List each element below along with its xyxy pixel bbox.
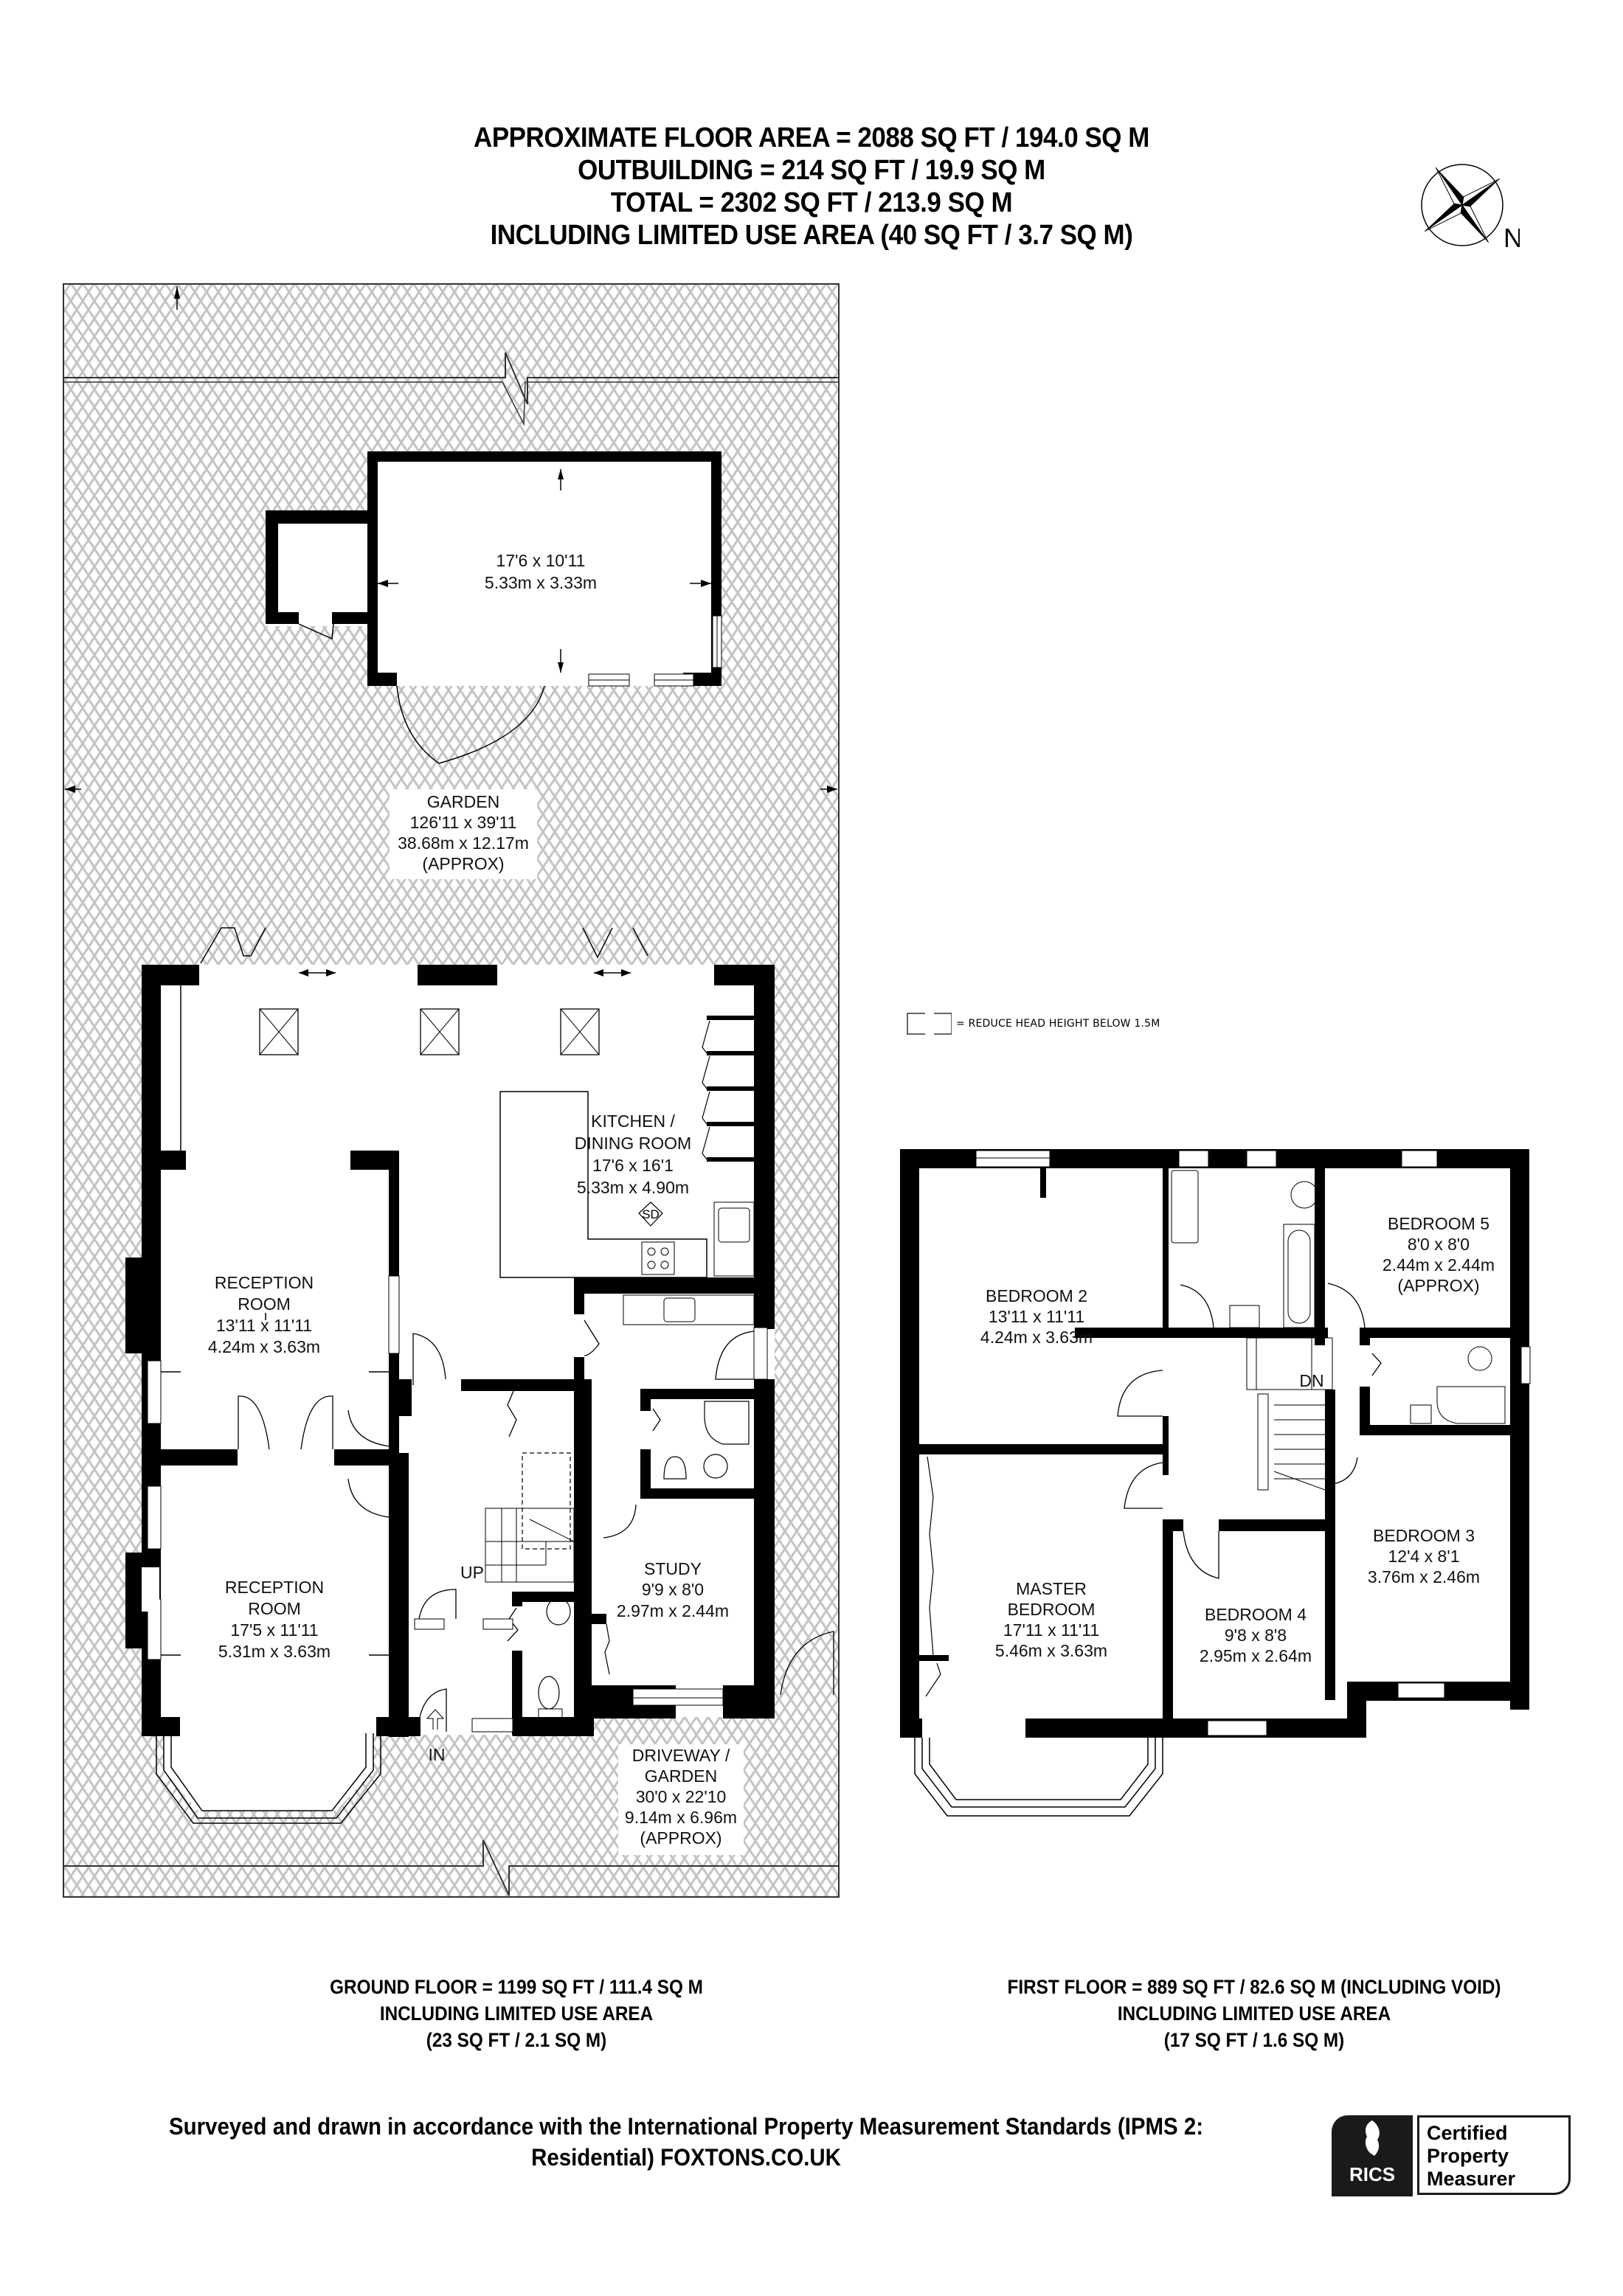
rics-certified-badge: RICS Certified Property Measurer (1332, 2115, 1575, 2196)
lion-icon (1365, 2120, 1380, 2156)
stairs-up-label: UP (460, 1563, 484, 1582)
svg-text:(APPROX): (APPROX) (422, 854, 504, 873)
svg-text:5.33m x 4.90m: 5.33m x 4.90m (577, 1178, 689, 1197)
svg-text:30'0 x 22'10: 30'0 x 22'10 (636, 1787, 727, 1806)
svg-text:GARDEN: GARDEN (427, 792, 499, 811)
svg-text:4.24m x 3.63m: 4.24m x 3.63m (208, 1337, 320, 1356)
svg-text:ROOM: ROOM (248, 1599, 301, 1618)
svg-text:SD: SD (642, 1207, 660, 1221)
svg-text:(APPROX): (APPROX) (1397, 1276, 1479, 1295)
first-floor-plan: DN BEDROOM 2 13'11 x 11'11 (900, 1149, 1531, 1817)
svg-text:8'0 x 8'0: 8'0 x 8'0 (1408, 1235, 1470, 1254)
svg-text:(APPROX): (APPROX) (640, 1828, 721, 1848)
kitchen-label: KITCHEN / (591, 1111, 675, 1131)
svg-text:DRIVEWAY /: DRIVEWAY / (632, 1746, 730, 1765)
bedroom-3-label: BEDROOM 3 (1373, 1526, 1475, 1545)
svg-text:13'11 x 11'11: 13'11 x 11'11 (216, 1316, 312, 1335)
bedroom-2-label: BEDROOM 2 (986, 1286, 1087, 1305)
double-arrow-icon (299, 969, 631, 977)
svg-text:ROOM: ROOM (238, 1294, 291, 1314)
first-floor-summary: FIRST FLOOR = 889 SQ FT / 82.6 SQ M (INC… (1007, 1976, 1501, 2051)
driveway-label: DRIVEWAY / GARDEN 30'0 x 22'10 9.14m x 6… (618, 1744, 744, 1855)
svg-text:3.76m x 2.46m: 3.76m x 2.46m (1368, 1567, 1480, 1586)
study-label: STUDY (644, 1559, 702, 1578)
svg-text:38.68m x 12.17m: 38.68m x 12.17m (398, 833, 529, 853)
smoke-detector-icon: SD (638, 1201, 663, 1227)
svg-text:DINING ROOM: DINING ROOM (575, 1134, 691, 1153)
compass-rose-icon: N (1402, 148, 1523, 253)
master-bedroom-label: MASTER (1016, 1579, 1087, 1598)
entrance-label: IN (429, 1745, 446, 1764)
svg-text:9'9 x 8'0: 9'9 x 8'0 (642, 1580, 704, 1599)
svg-text:4.24m x 3.63m: 4.24m x 3.63m (980, 1328, 1093, 1347)
ground-floor-plan: SD KITCHEN / DINING ROOM 17'6 x 16'1 5.3… (125, 927, 834, 1824)
rics-logo: RICS (1332, 2115, 1413, 2196)
survey-disclaimer: Surveyed and drawn in accordance with th… (168, 2113, 1203, 2171)
svg-text:9.14m x 6.96m: 9.14m x 6.96m (625, 1808, 737, 1827)
legend-text: = REDUCE HEAD HEIGHT BELOW 1.5M (956, 1018, 1160, 1030)
stairs-down-label: DN (1299, 1371, 1323, 1390)
svg-text:5.31m x 3.63m: 5.31m x 3.63m (218, 1642, 331, 1661)
certified-measurer-text: Certified Property Measurer (1417, 2115, 1571, 2195)
reception-room-1-label: RECEPTION (215, 1273, 314, 1292)
skylight-icon (259, 1008, 600, 1055)
svg-text:17'5 x 11'11: 17'5 x 11'11 (230, 1620, 318, 1640)
outbuilding: 17'6 x 10'11 5.33m x 3.33m (266, 451, 722, 764)
svg-text:2.44m x 2.44m: 2.44m x 2.44m (1383, 1255, 1495, 1274)
bedroom-4-label: BEDROOM 4 (1205, 1605, 1307, 1624)
reception-room-2-label: RECEPTION (225, 1578, 324, 1597)
ground-floor-summary: GROUND FLOOR = 1199 SQ FT / 111.4 SQ M I… (330, 1976, 703, 2051)
area-summary-header: APPROXIMATE FLOOR AREA = 2088 SQ FT / 19… (0, 122, 1623, 252)
outbuilding-dims-imperial: 17'6 x 10'11 (496, 551, 586, 570)
svg-text:12'4 x 8'1: 12'4 x 8'1 (1388, 1547, 1459, 1566)
svg-text:2.97m x 2.44m: 2.97m x 2.44m (617, 1601, 729, 1620)
bedroom-5-label: BEDROOM 5 (1388, 1214, 1489, 1233)
svg-text:2.95m x 2.64m: 2.95m x 2.64m (1200, 1646, 1312, 1665)
outbuilding-area: OUTBUILDING = 214 SQ FT / 19.9 SQ M (578, 155, 1045, 186)
limited-use-area: INCLUDING LIMITED USE AREA (40 SQ FT / 3… (490, 220, 1133, 251)
svg-text:GARDEN: GARDEN (645, 1766, 717, 1786)
compass-north-label: N (1503, 223, 1520, 251)
svg-text:9'8 x 8'8: 9'8 x 8'8 (1225, 1626, 1287, 1645)
total-area: TOTAL = 2302 SQ FT / 213.9 SQ M (610, 187, 1013, 218)
svg-text:13'11 x 11'11: 13'11 x 11'11 (989, 1307, 1084, 1326)
svg-text:5.46m x 3.63m: 5.46m x 3.63m (995, 1641, 1107, 1660)
garden-label: GARDEN 126'11 x 39'11 38.68m x 12.17m (A… (390, 789, 537, 879)
outbuilding-dims-metric: 5.33m x 3.33m (485, 573, 597, 592)
legend: = REDUCE HEAD HEIGHT BELOW 1.5M (906, 1012, 1160, 1036)
total-floor-area: APPROXIMATE FLOOR AREA = 2088 SQ FT / 19… (474, 122, 1149, 153)
svg-text:17'11 x 11'11: 17'11 x 11'11 (1003, 1620, 1099, 1640)
svg-text:17'6 x 16'1: 17'6 x 16'1 (592, 1156, 674, 1175)
svg-text:126'11 x 39'11: 126'11 x 39'11 (410, 813, 517, 832)
svg-text:BEDROOM: BEDROOM (1008, 1600, 1096, 1619)
